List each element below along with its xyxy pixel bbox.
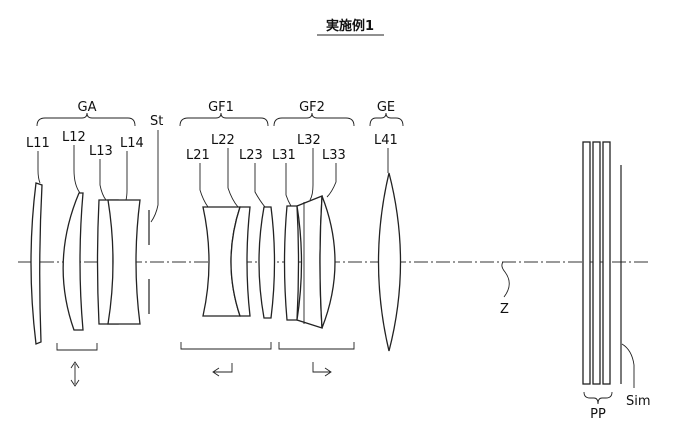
leader-l22	[227, 148, 239, 208]
lens-l14	[107, 199, 141, 325]
lens-label-l22: L22	[211, 133, 235, 148]
leader-l12	[73, 145, 81, 194]
leader-l33	[326, 163, 337, 198]
lens-l23	[258, 206, 276, 319]
lens-l12	[62, 192, 84, 331]
figure-title: 実施例1	[326, 18, 374, 34]
lens-l31	[283, 205, 300, 321]
lens-label-l11: L11	[26, 136, 50, 151]
ga-move-arrow-down	[70, 379, 80, 387]
plate-3	[602, 141, 611, 385]
lens-label-l31: L31	[272, 148, 296, 163]
group-label-ge: GE	[377, 100, 395, 115]
gf1-move-arrow-head	[212, 367, 220, 377]
leader-l11	[37, 151, 41, 184]
lens-label-l32: L32	[297, 133, 321, 148]
lens-l11	[30, 182, 43, 345]
parallel-plates	[582, 141, 611, 385]
group-label-gf2: GF2	[299, 100, 325, 115]
lens-label-l13: L13	[89, 144, 113, 159]
ga-move-arrow-up	[70, 361, 80, 369]
leader-stop	[150, 130, 159, 223]
plate-2	[592, 141, 601, 385]
gf1-move-bracket	[180, 342, 272, 350]
gf2-move-arrow-head	[324, 367, 332, 377]
group-brace-ga	[36, 112, 136, 127]
lens-label-l33: L33	[322, 148, 346, 163]
leader-l14	[125, 151, 128, 201]
lens-label-l14: L14	[120, 136, 144, 151]
gf2-move-arrow	[312, 362, 330, 373]
leader-l21	[199, 163, 209, 208]
lens-label-l12: L12	[62, 130, 86, 145]
leader-l13	[99, 159, 107, 201]
leader-l32	[309, 148, 314, 201]
group-label-ga: GA	[78, 100, 97, 115]
group-brace-pp	[583, 391, 613, 405]
plate-1	[582, 141, 591, 385]
lens-l22	[230, 206, 251, 317]
group-brace-gf1	[179, 112, 269, 127]
stop-label: St	[150, 114, 163, 129]
leader-sim	[621, 343, 635, 388]
image-plane-label: Sim	[626, 394, 651, 409]
gf1-move-arrow	[214, 363, 233, 373]
lens-label-l21: L21	[186, 148, 210, 163]
group-label-gf1: GF1	[208, 100, 234, 115]
plate-label: PP	[590, 407, 606, 422]
lens-label-l23: L23	[239, 148, 263, 163]
leader-z	[501, 261, 510, 298]
lens-label-l41: L41	[374, 133, 398, 148]
leader-l31	[285, 163, 292, 207]
axis-label-z: Z	[500, 302, 509, 317]
group-brace-ge	[369, 112, 404, 127]
lens-l33	[319, 195, 336, 329]
group-brace-gf2	[273, 112, 355, 127]
lens-l41	[377, 172, 402, 352]
gf2-move-bracket	[278, 342, 355, 350]
ga-move-bracket	[56, 343, 98, 351]
leader-l23	[254, 163, 266, 208]
